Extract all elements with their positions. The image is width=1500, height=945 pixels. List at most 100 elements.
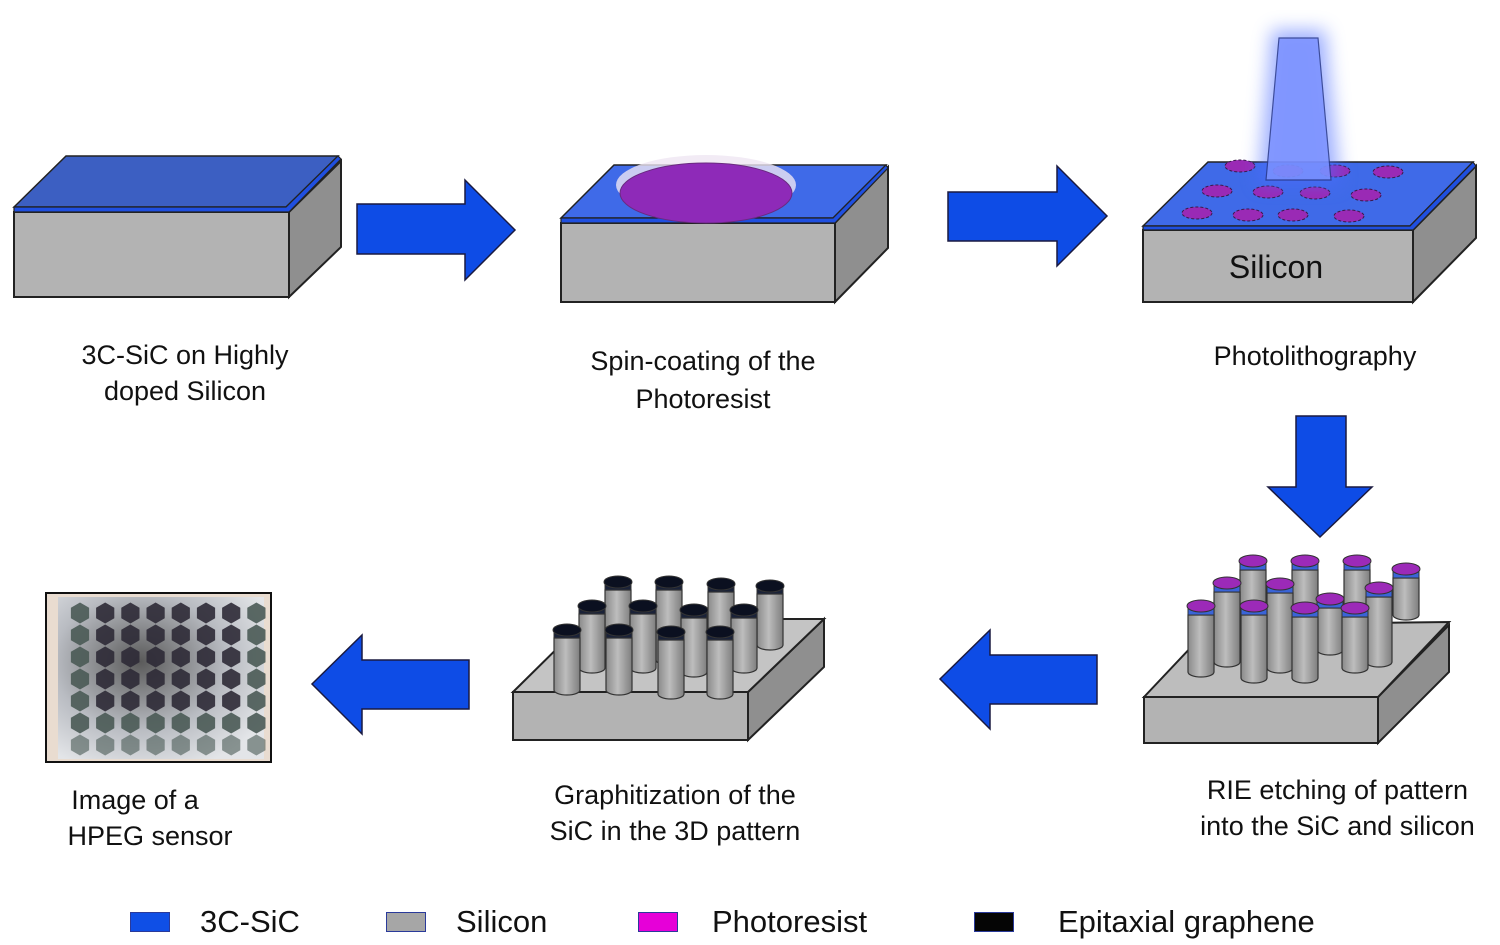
pillar-cap-top [577, 599, 607, 613]
legend-item-3c-sic: 3C-SiC [130, 902, 300, 942]
pillar-body [706, 639, 734, 700]
sensor-hexagon [121, 602, 140, 624]
pillar-cap-top [755, 579, 785, 593]
pillar [577, 599, 607, 674]
photoresist-dot [1181, 206, 1213, 220]
pillar-body [680, 617, 708, 678]
step-6-caption: Image of a HPEG sensor [40, 782, 260, 854]
pillar-group [1186, 554, 1421, 684]
pillar-cap-top [1290, 601, 1320, 615]
sensor-hexagon [121, 646, 140, 668]
sensor-hexagon [121, 734, 140, 756]
sensor-hexagon [70, 624, 90, 646]
sensor-hexagon [196, 646, 216, 668]
pillar [552, 623, 582, 696]
sensor-hexagon [247, 646, 266, 668]
silicon-front-face [512, 691, 749, 741]
pillar-cap-top [1186, 599, 1216, 613]
pillar-cap-top [1265, 577, 1295, 591]
pillar-body [756, 593, 784, 651]
pillar-body [1316, 607, 1344, 656]
sic-edge [560, 164, 889, 224]
step-2-wafer [559, 155, 889, 305]
caption-line: HPEG sensor [67, 821, 233, 851]
uv-light-beam-icon [1265, 37, 1332, 181]
sensor-hexagon [146, 624, 165, 646]
sensor-hexagon [70, 712, 90, 734]
sensor-hexagon [247, 712, 266, 734]
sensor-hexagon [96, 712, 115, 734]
sensor-hexagon [222, 668, 241, 690]
caption-line: SiC in the 3D pattern [549, 816, 801, 846]
pillar [1391, 562, 1421, 621]
sensor-hexagon [96, 646, 115, 668]
sensor-hexagon [171, 712, 190, 734]
sensor-hexagon [70, 690, 90, 712]
photoresist-dot [1333, 209, 1365, 223]
sensor-hexagon [121, 624, 140, 646]
legend-label: Epitaxial graphene [1058, 904, 1315, 939]
step-1-wafer [12, 155, 342, 300]
legend-label: 3C-SiC [200, 904, 300, 939]
sic-edge [1142, 161, 1477, 231]
pillar-cap-top [1238, 554, 1268, 568]
sensor-hexagon-array [70, 602, 266, 756]
sensor-hexagon [222, 734, 241, 756]
pillar [1290, 601, 1320, 684]
pillar-cap-top [1391, 562, 1421, 576]
caption-line: Photolithography [1213, 341, 1417, 371]
legend-item-photoresist: Photoresist [638, 902, 867, 942]
sensor-hexagon [121, 668, 140, 690]
pillar [1239, 599, 1269, 684]
pillar [705, 625, 735, 700]
sic-edge [13, 155, 342, 213]
photoresist-dot [1350, 188, 1382, 202]
sensor-hexagon [70, 602, 90, 624]
legend-swatch [130, 912, 170, 932]
silicon-front-face [1143, 696, 1379, 744]
legend-label: Photoresist [712, 904, 868, 939]
silicon-front-face [560, 222, 836, 303]
arrow-left-icon [938, 628, 1098, 731]
sensor-hexagon [171, 734, 190, 756]
sensor-hexagon [196, 668, 216, 690]
pillar [1315, 592, 1345, 656]
caption-line: Photoresist [635, 384, 771, 414]
photoresist-dot [1224, 159, 1256, 173]
pillar-cap-top [628, 599, 658, 613]
sensor-hexagon [171, 690, 190, 712]
pillar-body [629, 613, 657, 674]
sensor-hexagon [222, 646, 241, 668]
pillar-cap-top [1315, 592, 1345, 606]
sensor-hexagon [121, 712, 140, 734]
pillar [729, 603, 759, 674]
pillar-cap-top [1239, 599, 1269, 613]
pillar [1212, 576, 1242, 668]
sensor-hexagon [196, 734, 216, 756]
pillar-cap-top [706, 577, 736, 591]
sensor-hexagon [171, 646, 190, 668]
legend-swatch [638, 912, 678, 932]
pillar [1364, 581, 1394, 668]
pillar [1340, 601, 1370, 674]
silicon-front-face [1142, 229, 1414, 303]
sensor-hexagon [96, 624, 115, 646]
pillar-body [553, 637, 581, 696]
arrow-right-icon [947, 164, 1109, 268]
sensor-hexagon [171, 668, 190, 690]
pillar [1186, 599, 1216, 678]
sensor-hexagon [222, 690, 241, 712]
legend-label: Silicon [456, 904, 548, 939]
sensor-hexagon [121, 690, 140, 712]
caption-line: doped Silicon [103, 376, 267, 406]
step-5-graphitized-structure [510, 575, 827, 743]
photoresist-dot [1277, 208, 1309, 222]
sensor-hexagon [70, 668, 90, 690]
pillar-cap-top [656, 625, 686, 639]
step-3-wafer: Silicon [1141, 30, 1477, 305]
sensor-hexagon [146, 690, 165, 712]
silicon-front-face [13, 211, 290, 298]
sensor-hexagon [146, 734, 165, 756]
sensor-hexagon [146, 602, 165, 624]
